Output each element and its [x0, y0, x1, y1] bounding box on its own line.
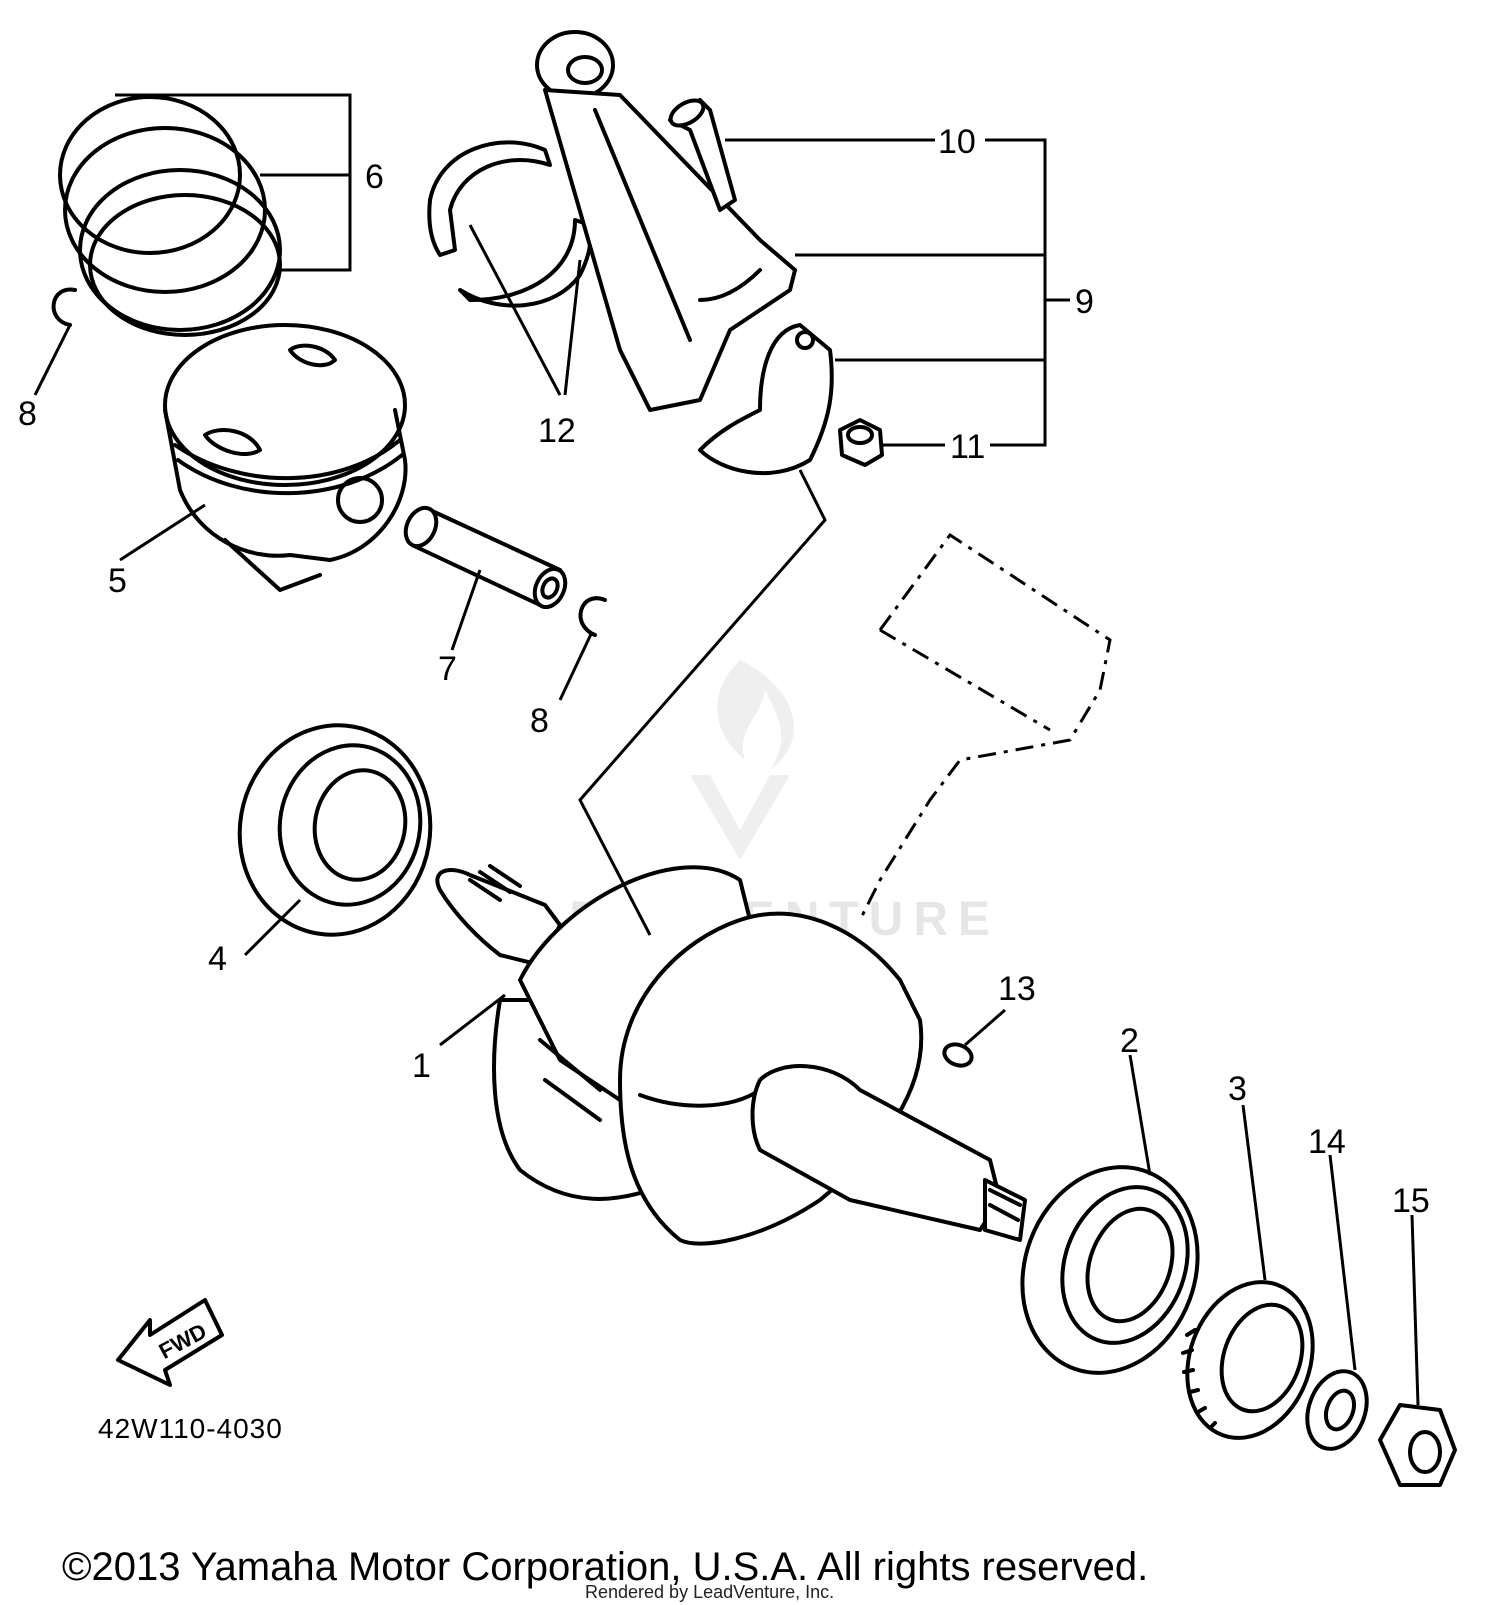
conrod-nut: [838, 418, 884, 467]
callout-1: 1: [412, 1047, 431, 1085]
callout-5: 5: [108, 562, 127, 600]
callout-13: 13: [998, 970, 1036, 1008]
fwd-arrow-icon: FWD: [116, 1298, 224, 1387]
piston: [163, 323, 408, 592]
callout-3: 3: [1228, 1070, 1247, 1108]
piston-pin: [403, 505, 568, 610]
rendered-by-text: Rendered by LeadVenture, Inc.: [585, 1582, 834, 1602]
connecting-rod: [535, 30, 834, 475]
leader-lines: [33, 93, 1420, 1406]
callout-numbers: 6 8 5 7 8 12 10 9 11 4 1 13 2 3 14 15: [18, 123, 1430, 1220]
phantom-conrod-inner: [879, 628, 1051, 732]
bearing-right: [1020, 1165, 1200, 1375]
callout-8-left: 8: [18, 395, 37, 433]
phantom-conrod-outline: [858, 532, 1112, 921]
conrod-bolt: [668, 98, 737, 212]
drive-gear: [1181, 1280, 1315, 1440]
callout-14: 14: [1308, 1123, 1346, 1161]
callout-6: 6: [365, 158, 384, 196]
washer: [1305, 1369, 1369, 1451]
crank-nut: [1378, 1403, 1457, 1487]
callout-4: 4: [208, 940, 227, 978]
crankshaft: [435, 864, 1027, 1246]
callout-8-right: 8: [530, 702, 549, 740]
circlip-right: [578, 596, 607, 637]
drawing-code: 42W110-4030: [98, 1413, 283, 1444]
callout-12: 12: [538, 412, 576, 450]
copyright-text: ©2013 Yamaha Motor Corporation, U.S.A. A…: [62, 1545, 1148, 1589]
woodruff-key: [942, 1042, 974, 1068]
callout-11: 11: [950, 428, 985, 466]
callout-2: 2: [1120, 1022, 1139, 1060]
callout-9: 9: [1075, 283, 1094, 321]
circlip-left: [51, 287, 77, 327]
piston-rings: [58, 95, 282, 337]
watermark-logo: [690, 660, 794, 860]
bearing-left: [237, 723, 433, 937]
callout-10: 10: [938, 123, 976, 161]
callout-15: 15: [1392, 1182, 1430, 1220]
callout-7: 7: [438, 650, 457, 688]
